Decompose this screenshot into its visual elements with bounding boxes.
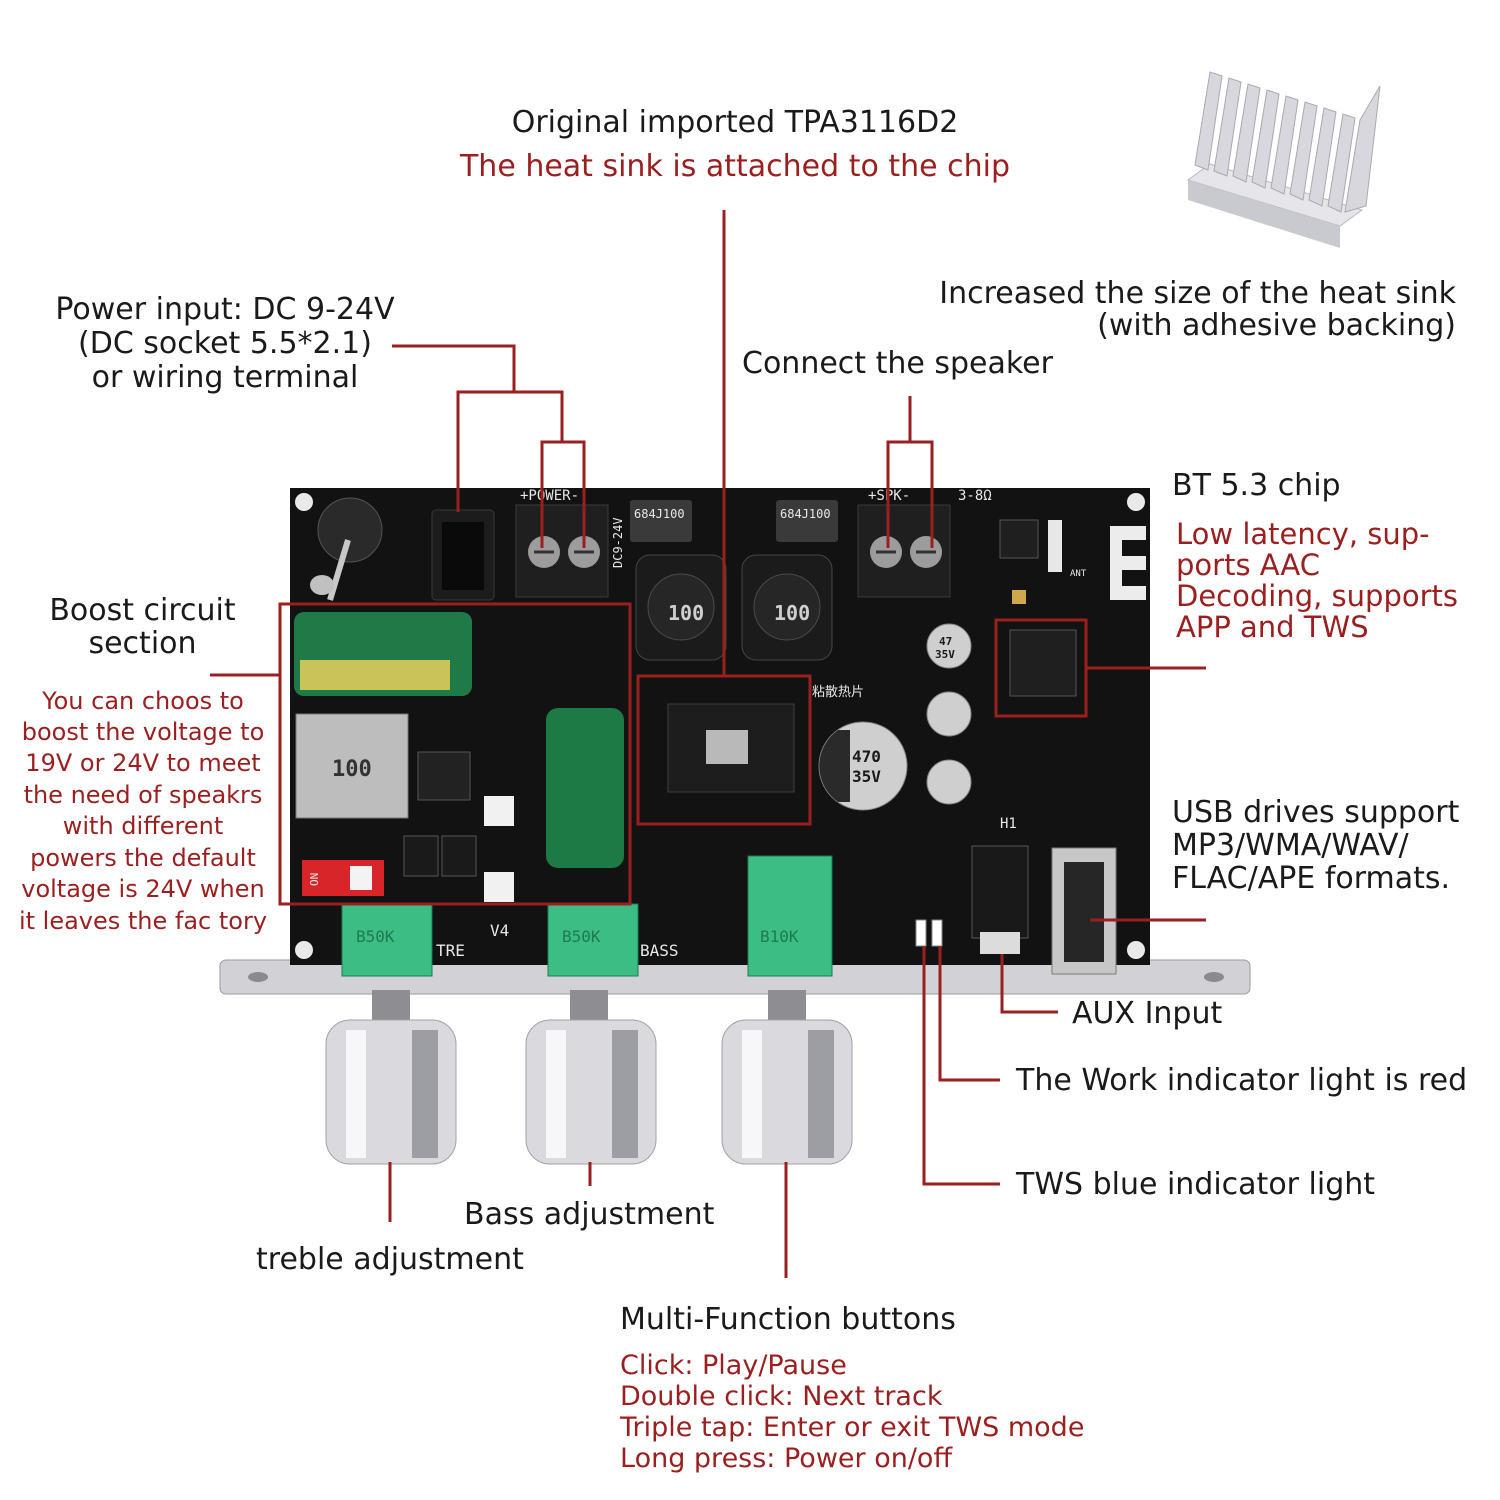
bt-desc-2: ports AAC xyxy=(1176,548,1320,582)
mf-triple-tap: Triple tap: Enter or exit TWS mode xyxy=(620,1412,1085,1443)
usb-line-2: MP3/WMA/WAV/ xyxy=(1172,828,1409,863)
boost-desc-2: boost the voltage to xyxy=(21,718,265,746)
pot-bass-label: B50K xyxy=(562,927,601,946)
pot-bass xyxy=(547,903,639,977)
bass-label: Bass adjustment xyxy=(464,1197,715,1232)
chip-title: Original imported TPA3116D2 xyxy=(511,105,959,140)
inductor-right-label: 100 xyxy=(774,601,810,625)
small-capacitor-1 xyxy=(926,623,972,669)
leader-lines xyxy=(210,210,1206,1278)
bt-desc-1: Low latency, sup- xyxy=(1176,517,1430,551)
boost-capacitor-vertical xyxy=(546,708,624,868)
speaker-terminal xyxy=(857,504,951,598)
silk-tre: TRE xyxy=(436,941,465,960)
main-cap-label-1: 470 xyxy=(852,747,881,766)
boost-highlight-box xyxy=(278,602,632,906)
boost-desc-4: the need of speakrs xyxy=(23,781,263,809)
silk-power: +POWER- xyxy=(520,488,579,504)
usb-line-1: USB drives support xyxy=(1172,795,1460,830)
boost-title-1: Boost circuit xyxy=(49,593,236,628)
pot-function xyxy=(747,855,833,977)
bt-title: BT 5.3 chip xyxy=(1172,468,1341,503)
small-cap-label-1: 47 xyxy=(939,635,952,648)
mf-click: Click: Play/Pause xyxy=(620,1350,847,1381)
boost-inductor xyxy=(295,713,409,819)
mf-double-click: Double click: Next track xyxy=(620,1381,943,1412)
silk-bass: BASS xyxy=(640,941,679,960)
silk-on: ON xyxy=(308,873,321,886)
power-line-3: or wiring terminal xyxy=(91,360,359,395)
silk-v4: V4 xyxy=(490,921,509,940)
boost-inductor-label: 100 xyxy=(332,757,372,782)
heatsink-line-2: (with adhesive backing) xyxy=(1097,308,1456,343)
boost-desc-8: it leaves the fac tory xyxy=(18,907,268,935)
pot-treble-label: B50K xyxy=(356,927,395,946)
heatsink-line-1: Increased the size of the heat sink xyxy=(939,276,1456,311)
aux-label: AUX Input xyxy=(1072,996,1223,1031)
boost-desc-5: with different xyxy=(62,812,224,840)
usb-line-3: FLAC/APE formats. xyxy=(1172,861,1451,896)
mf-long-press: Long press: Power on/off xyxy=(620,1443,953,1474)
boost-desc-7: voltage is 24V when xyxy=(21,875,265,903)
knob-treble xyxy=(325,990,457,1165)
bt-desc-4: APP and TWS xyxy=(1176,610,1369,644)
inductor-left-label: 100 xyxy=(668,601,704,625)
silk-ohm: 3-8Ω xyxy=(958,488,992,504)
small-capacitor-3 xyxy=(926,759,972,805)
silk-ant: ANT xyxy=(1070,569,1087,579)
heat-sink xyxy=(1186,71,1381,248)
tws-light-label: TWS blue indicator light xyxy=(1016,1167,1376,1202)
pot-function-label: B10K xyxy=(760,927,799,946)
boost-title-2: section xyxy=(88,626,197,661)
bt-desc-3: Decoding, supports xyxy=(1176,579,1458,613)
knob-function xyxy=(721,990,853,1165)
work-light-label: The Work indicator light is red xyxy=(1016,1063,1468,1098)
small-capacitor-2 xyxy=(926,691,972,737)
silk-cap-code-1: 684J100 xyxy=(634,507,685,521)
inductor-right xyxy=(741,554,833,661)
power-line-1: Power input: DC 9-24V xyxy=(55,292,395,327)
power-terminal xyxy=(515,504,609,598)
inductor-left xyxy=(635,554,727,661)
boost-desc-1: You can choos to xyxy=(42,687,244,715)
silk-dc: DC9-24V xyxy=(611,517,625,568)
bt-chip xyxy=(1009,629,1077,697)
aux-jack xyxy=(971,845,1029,939)
boost-desc-6: powers the default xyxy=(30,844,256,872)
small-cap-label-2: 35V xyxy=(935,648,955,661)
treble-label: treble adjustment xyxy=(256,1242,524,1277)
power-line-2: (DC socket 5.5*2.1) xyxy=(78,326,372,361)
antenna xyxy=(1110,526,1146,600)
chip-subtitle: The heat sink is attached to the chip xyxy=(459,149,1011,184)
knob-bass xyxy=(525,990,657,1165)
silk-h1: H1 xyxy=(1000,816,1017,832)
silk-heat: 粘散热片 xyxy=(812,685,864,700)
mf-title: Multi-Function buttons xyxy=(620,1302,956,1337)
boost-desc-3: 19V or 24V to meet xyxy=(25,749,261,777)
main-capacitor xyxy=(818,721,908,811)
amplifier-chip xyxy=(667,703,795,793)
speaker-label: Connect the speaker xyxy=(742,346,1053,381)
silk-cap-code-2: 684J100 xyxy=(780,507,831,521)
main-cap-label-2: 35V xyxy=(852,767,881,786)
